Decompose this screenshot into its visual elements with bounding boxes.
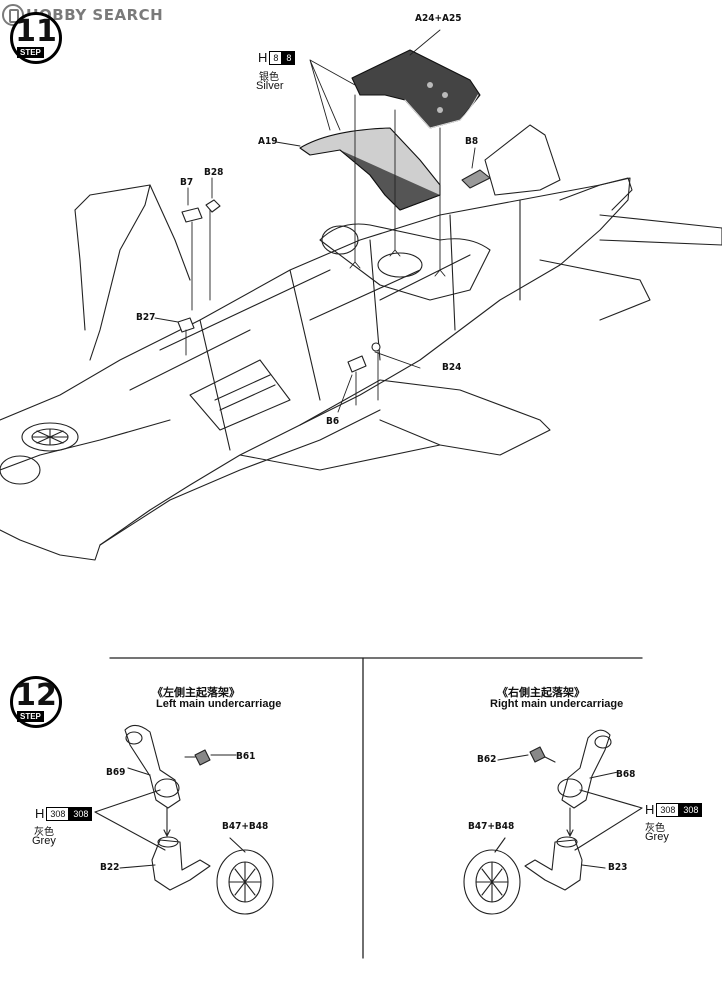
grey-paint-callout-left: H 308 308 [35,806,93,821]
small-parts-drawing [177,169,491,373]
paint-name-en: Grey [645,831,669,843]
step-number: 11 [15,14,57,49]
paint-code: H [645,802,655,817]
part-label-a19: A19 [258,136,278,147]
paint-name-en: Grey [32,835,56,847]
step11-leader-lines [154,29,476,413]
step-label: STEP [17,711,44,722]
left-undercarriage-title-en: Left main undercarriage [156,698,282,710]
part-label-b47-b48-left: B47+B48 [222,821,269,832]
paint-name-cn: 灰色 [645,823,665,834]
part-label-b23: B23 [608,862,628,873]
step-label: STEP [17,47,44,58]
paint-code: H [35,806,45,821]
aircraft-fuselage-drawing [0,124,722,561]
paint-number-light: 308 [46,806,70,821]
paint-name-cn: 银色 [259,72,279,83]
part-label-a24-a25: A24+A25 [415,13,462,24]
step-12-badge: 12 STEP [10,676,62,728]
paint-number-dark: 308 [69,806,93,821]
right-undercarriage-title-en: Right main undercarriage [490,698,624,710]
canopy-parts-drawing [299,49,481,211]
paint-number-light: 308 [656,802,680,817]
paint-name-cn: 灰色 [34,827,54,838]
part-label-b47-b48-right: B47+B48 [468,821,515,832]
part-label-b27: B27 [136,312,156,323]
part-label-b7: B7 [180,177,194,188]
right-undercarriage-drawing [463,729,643,915]
part-label-b61: B61 [236,751,256,762]
part-label-b68: B68 [616,769,636,780]
silver-paint-callout: H 8 8 [258,50,296,65]
part-label-b22: B22 [100,862,120,873]
step-11-badge: 11 STEP [10,12,62,64]
paint-name-en: Silver [256,80,284,92]
part-label-b28: B28 [204,167,224,178]
part-label-b6: B6 [326,416,340,427]
part-label-b62: B62 [477,754,497,765]
section-divider-lines [109,657,643,959]
paint-number-dark: 8 [282,50,296,65]
step-number: 12 [15,678,57,713]
right-undercarriage-title-cn: 《右側主起落架》 [497,687,585,699]
part-label-b69: B69 [106,767,126,778]
grey-paint-callout-right: H 308 308 [645,802,703,817]
paint-number-light: 8 [269,50,283,65]
watermark-text: HOBBY SEARCH [26,6,164,24]
left-undercarriage-drawing [94,724,274,915]
part-label-b8: B8 [465,136,479,147]
part-label-b24: B24 [442,362,462,373]
paint-number-dark: 308 [679,802,703,817]
left-undercarriage-title-cn: 《左側主起落架》 [152,687,240,699]
paint-code: H [258,50,268,65]
